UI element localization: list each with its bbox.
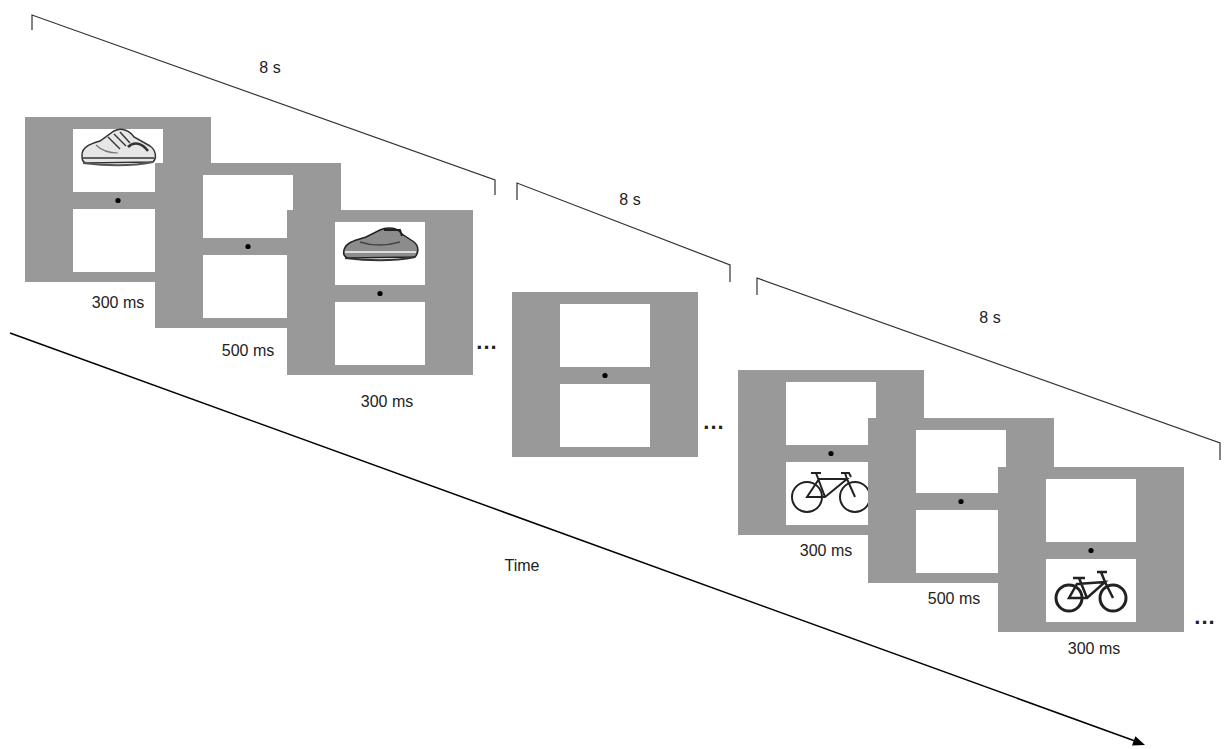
trial-screens [25, 117, 1184, 632]
block-duration: 8 s [259, 59, 280, 77]
interval-duration: 500 ms [928, 590, 980, 608]
stimulus-duration: 300 ms [92, 294, 144, 312]
block-duration: 8 s [979, 309, 1000, 327]
continuation-dots: ... [703, 410, 724, 434]
block-duration: 8 s [619, 191, 640, 209]
continuation-dots: ... [476, 330, 497, 354]
stimulus-duration: 300 ms [800, 542, 852, 560]
continuation-dots: ... [1194, 605, 1215, 629]
stimulus-duration: 300 ms [361, 393, 413, 411]
stimulus-duration: 300 ms [1068, 640, 1120, 658]
axis-label: Time [505, 557, 540, 575]
interval-duration: 500 ms [222, 342, 274, 360]
duration-brackets [32, 15, 1220, 460]
